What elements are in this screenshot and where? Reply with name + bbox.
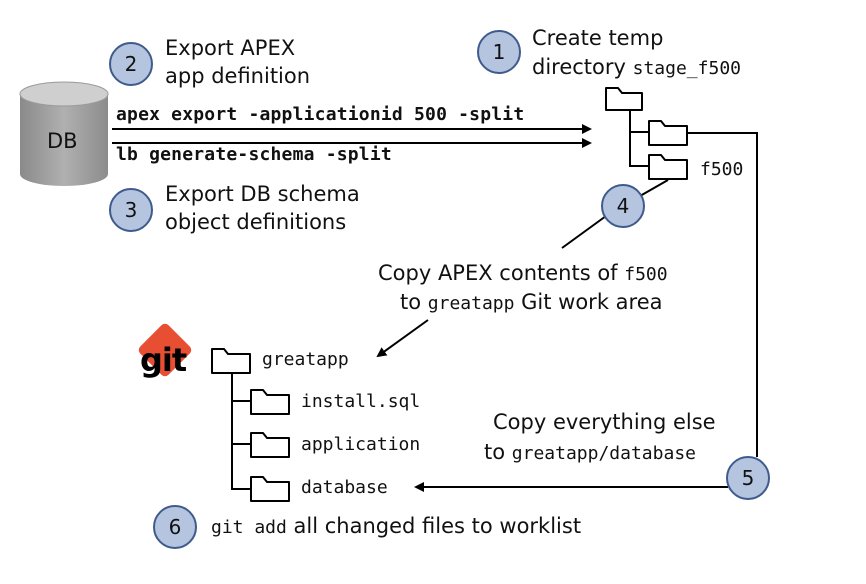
step6-code: git add [211,517,287,538]
step-circle-6 [153,505,197,549]
step-number-4: 4 [616,194,630,218]
step-number-5: 5 [741,466,755,490]
git-logo-icon [138,323,192,377]
copy-apex-arrow [376,319,429,358]
copy-everything-else-connector [687,132,758,457]
application-folder-icon [250,432,290,458]
step-circle-2 [109,42,153,86]
step4-line2-code: greatapp [427,293,515,314]
step4-line1-text: Copy APEX contents of [378,261,625,285]
step4-line1-code: f500 [624,264,668,285]
step-circle-1 [477,30,521,74]
install-sql-folder-icon [250,389,290,415]
step-number-2: 2 [124,52,138,76]
stage-tree-connectors [629,106,648,167]
step-number-1: 1 [492,40,506,64]
stage-folder-icon [605,87,643,111]
database-cylinder-icon [19,81,109,186]
repo-item-install-sql: install.sql [301,391,421,412]
database-folder-icon [250,476,290,502]
stage-subfolder-icon [648,120,688,146]
step4-line2-pre: to [400,290,428,314]
greatapp-folder-icon [211,348,251,374]
step4-to-copy-label-line [561,215,607,249]
step6-description: all changed files to worklist [286,514,582,538]
step2-line2: app definition [165,64,311,88]
step3-line1: Export DB schema [165,182,360,206]
step4-line1: Copy APEX contents of f500 [378,263,668,284]
step5-line2-code: greatapp/database [511,443,696,464]
step1-line2-text: directory [532,55,633,79]
step-circle-4 [601,184,645,228]
step-circle-3 [109,188,153,232]
git-logo-text: git [140,341,187,379]
repo-item-application: application [301,434,421,455]
repo-item-database: database [301,477,388,498]
step3-line2: object definitions [165,210,347,234]
f500-folder-label: f500 [700,159,744,180]
repo-tree-connectors [231,372,250,490]
f500-to-step4-line [639,179,669,197]
step2-line1: Export APEX [165,36,296,60]
stage-dir-name: stage_f500 [632,58,741,79]
apex-export-command: apex export -applicationid 500 -split [116,104,525,125]
step-number-3: 3 [124,198,138,222]
step5-line2-pre: to [484,440,512,464]
step5-line2: to greatapp/database [484,442,696,463]
step-number-6: 6 [168,515,182,539]
step6-text: git add all changed files to worklist [211,516,581,537]
step1-line1: Create temp [532,26,664,50]
step4-line2: to greatapp Git work area [400,292,662,313]
repo-root-label: greatapp [262,349,349,370]
lb-generate-command: lb generate-schema -split [116,144,392,165]
step4-line2-post: Git work area [514,290,663,314]
step5-line1: Copy everything else [493,410,716,434]
f500-folder-icon [648,154,688,180]
step1-line2: directory stage_f500 [532,57,741,78]
db-label: DB [47,129,78,153]
step-circle-5 [726,456,770,500]
